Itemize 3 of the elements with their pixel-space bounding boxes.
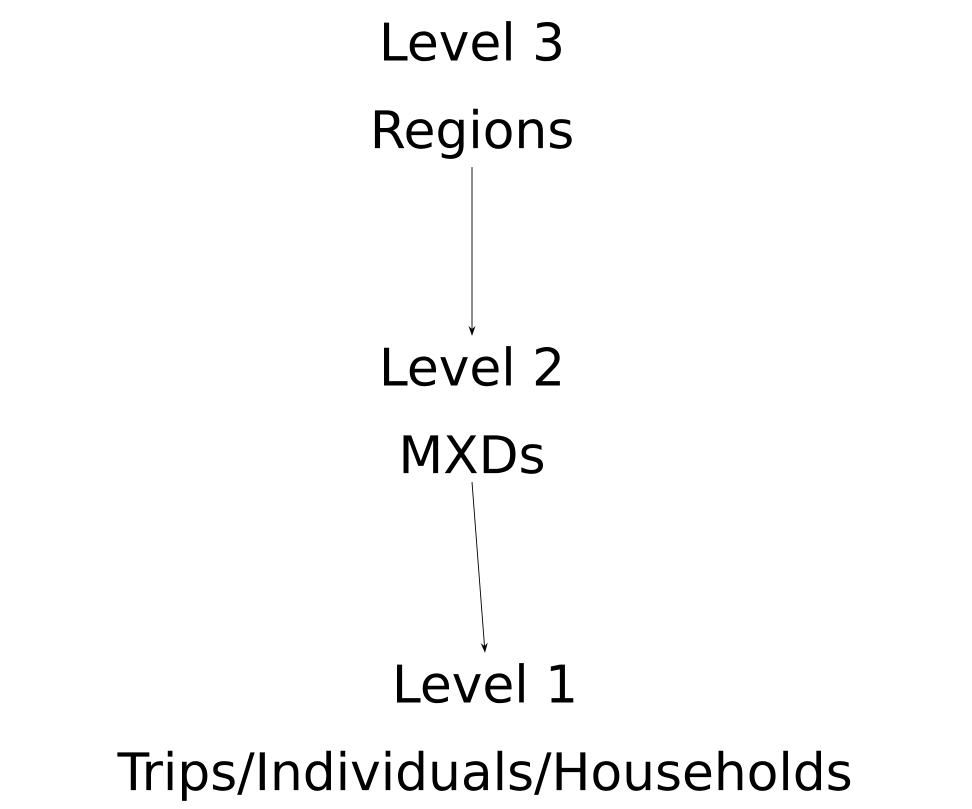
level-label: Level 3 Regions: [374, 21, 572, 159]
level-label: Level 2 MXDs: [384, 346, 560, 474]
level-label: Level 1 Trips/Individuals/Households: [117, 663, 850, 801]
